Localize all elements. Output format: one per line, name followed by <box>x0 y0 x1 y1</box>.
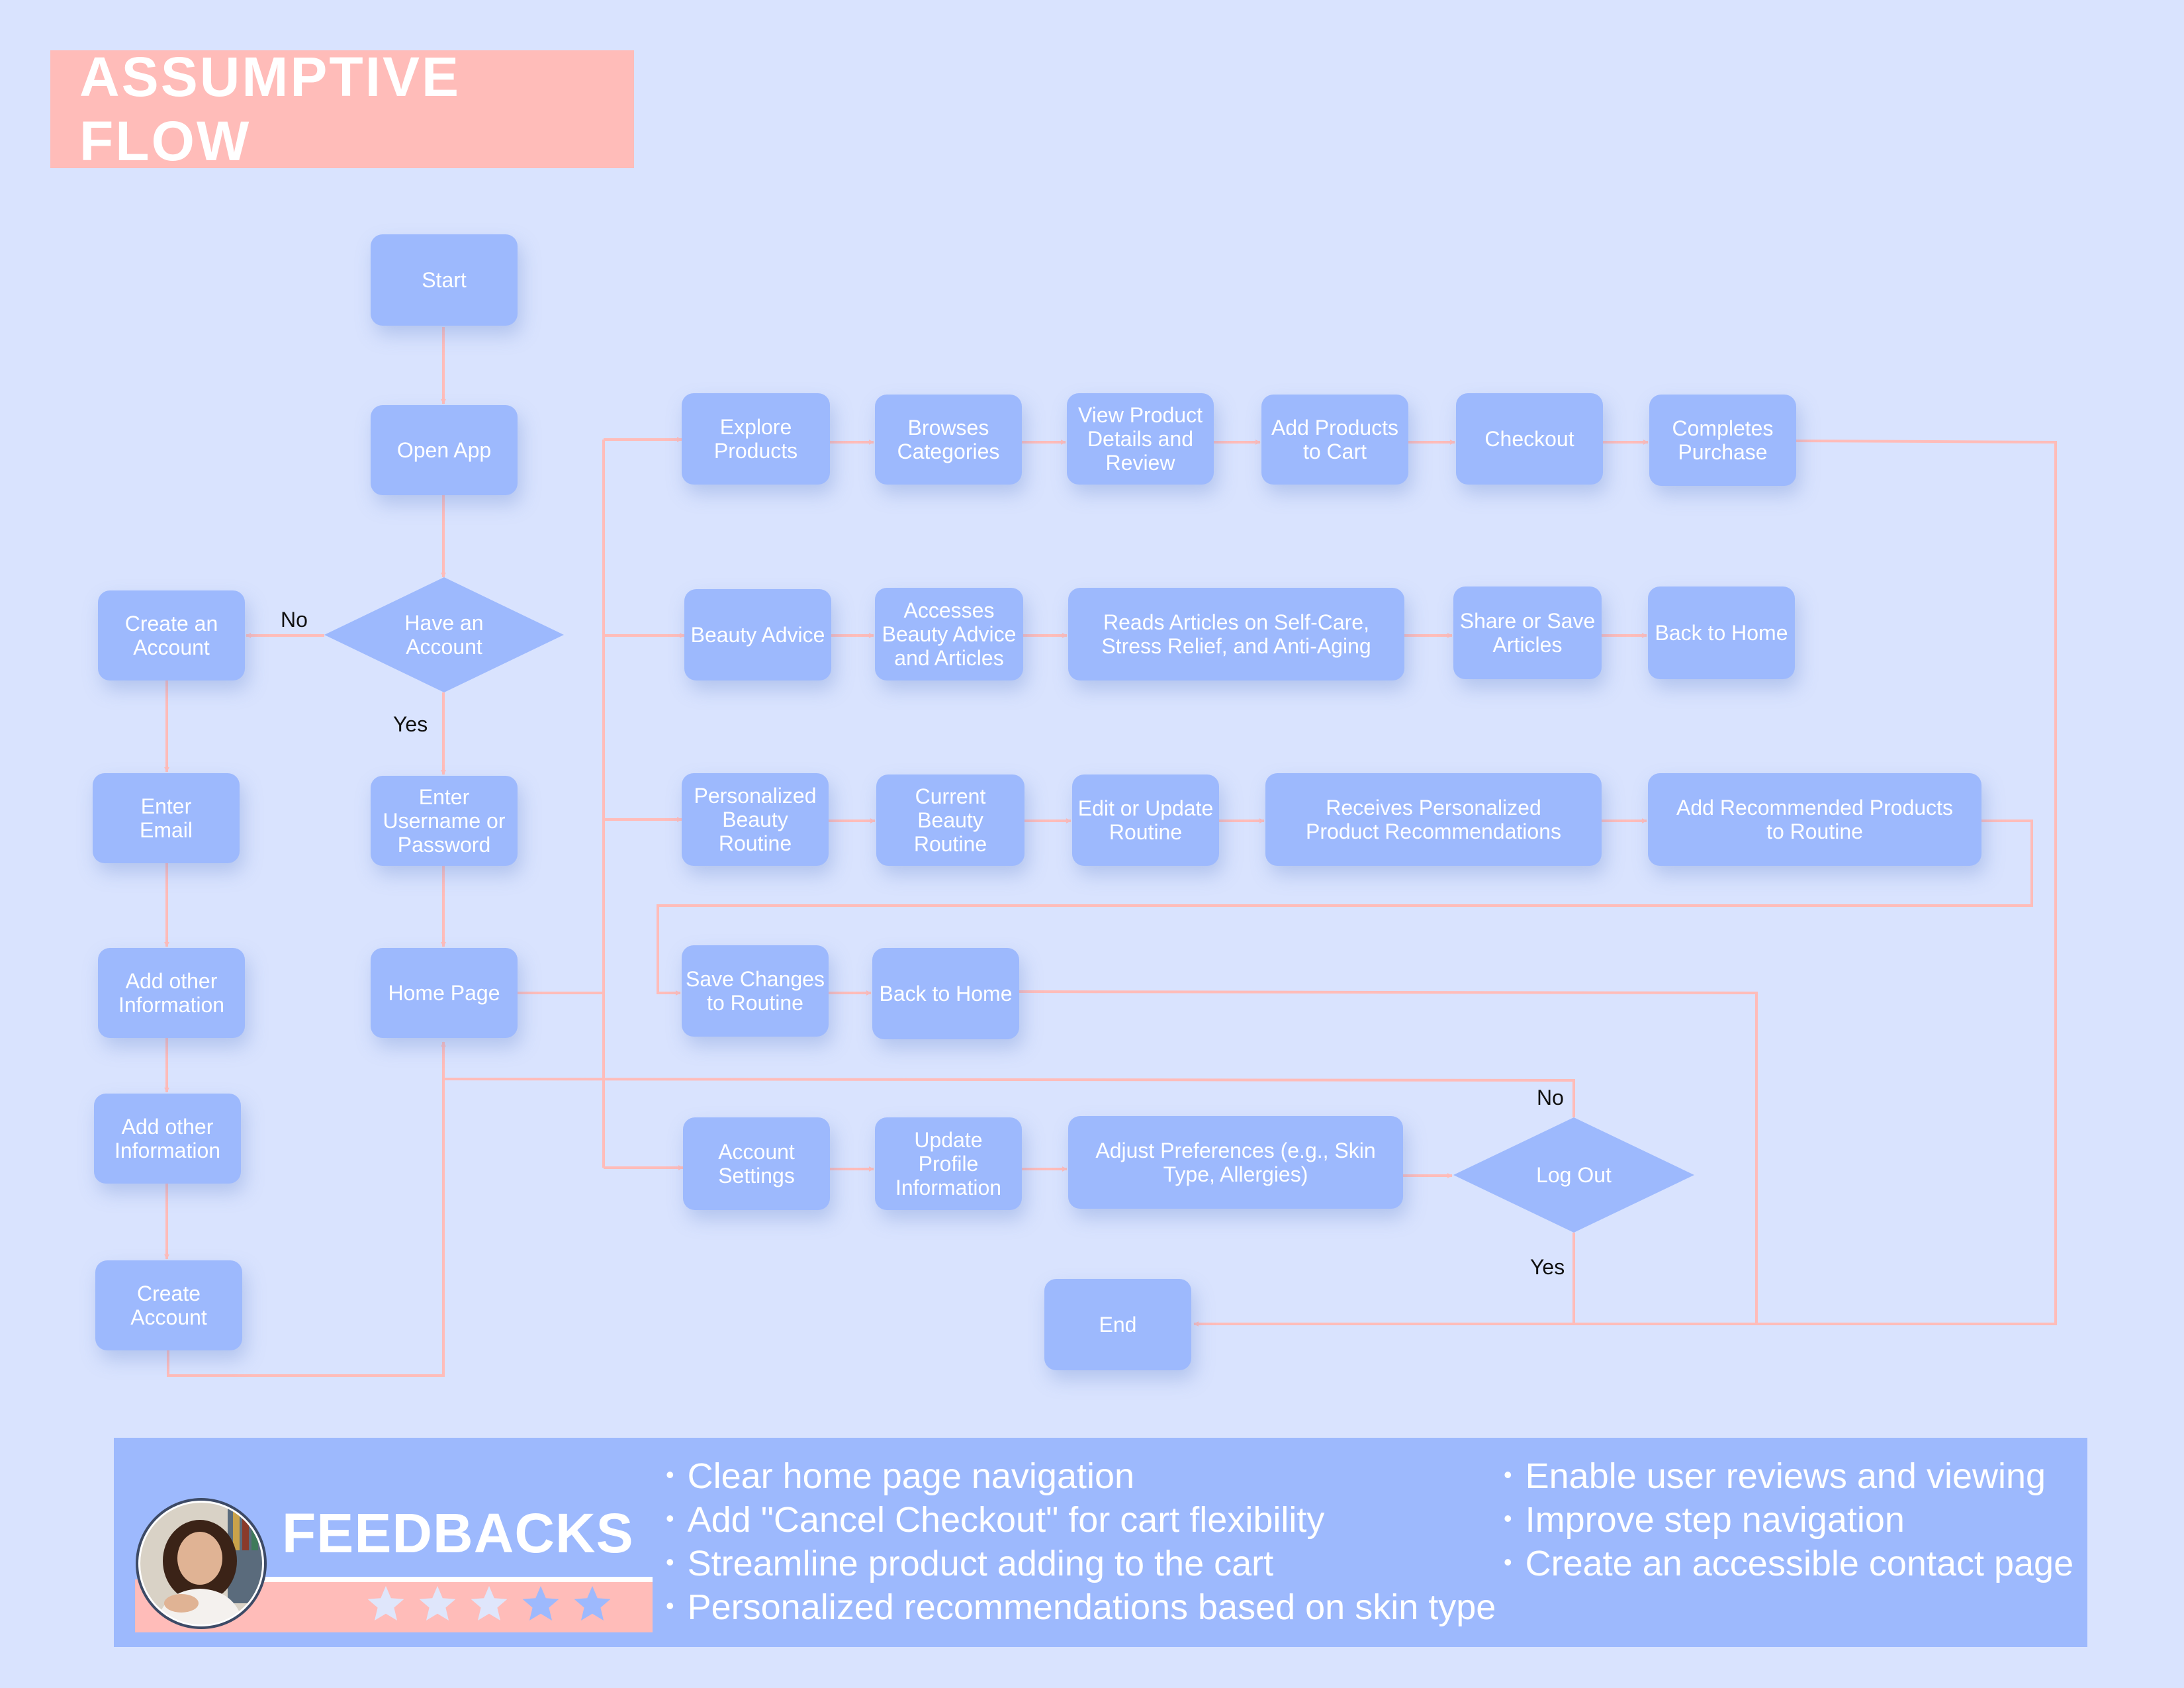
node-beauty-advice: Beauty Advice <box>684 589 831 680</box>
feedback-item: Streamline product adding to the cart <box>666 1541 1496 1585</box>
node-account-settings: Account Settings <box>683 1117 830 1210</box>
label-log-out-yes: Yes <box>1530 1255 1565 1279</box>
node-add-products-to-cart: Add Products to Cart <box>1261 395 1408 485</box>
node-receives-recommendations: Receives Personalized Product Recommenda… <box>1265 773 1602 866</box>
star-icon <box>367 1585 404 1621</box>
node-end: End <box>1044 1279 1191 1370</box>
feedback-item: Add "Cancel Checkout" for cart flexibili… <box>666 1497 1496 1541</box>
node-enter-credentials: Enter Username or Password <box>371 776 518 866</box>
node-add-other-information-2: Add other Information <box>94 1094 241 1184</box>
feedback-item: Clear home page navigation <box>666 1454 1496 1497</box>
star-icon <box>419 1585 456 1621</box>
feedback-list-left: Clear home page navigationAdd "Cancel Ch… <box>666 1454 1496 1628</box>
node-home-page: Home Page <box>371 948 518 1038</box>
node-explore-products: Explore Products <box>682 393 830 485</box>
edge-back2-end <box>1019 990 1758 1324</box>
edge-add-save <box>657 820 2033 996</box>
node-browses-categories: Browses Categories <box>875 395 1022 485</box>
star-icon <box>522 1585 559 1621</box>
node-create-account: Create Account <box>95 1260 242 1350</box>
decision-have-account-label: Have an Account <box>404 611 484 659</box>
node-create-an-account: Create an Account <box>98 590 245 680</box>
node-edit-update-routine: Edit or Update Routine <box>1072 774 1219 866</box>
star-icon <box>471 1585 508 1621</box>
node-reads-articles: Reads Articles on Self-Care, Stress Reli… <box>1068 588 1404 680</box>
user-avatar-photo <box>135 1497 267 1630</box>
node-start: Start <box>371 234 518 326</box>
label-have-account-no: No <box>281 608 308 632</box>
edge-purchase-end <box>1193 440 2057 1327</box>
feedback-item: Improve step navigation <box>1504 1497 2073 1541</box>
node-add-other-information-1: Add other Information <box>98 948 245 1038</box>
node-update-profile: Update Profile Information <box>875 1117 1022 1210</box>
node-back-to-home-2: Back to Home <box>872 948 1019 1039</box>
feedback-item: Personalized recommendations based on sk… <box>666 1585 1496 1628</box>
page-title: ASSUMPTIVE FLOW <box>79 46 461 172</box>
node-accesses-beauty-advice: Accesses Beauty Advice and Articles <box>875 588 1023 680</box>
star-icon <box>574 1585 611 1621</box>
node-checkout: Checkout <box>1456 393 1603 485</box>
feedback-item: Enable user reviews and viewing <box>1504 1454 2073 1497</box>
node-personalized-routine: Personalized Beauty Routine <box>682 773 829 866</box>
edge-logout-no <box>443 1078 1575 1117</box>
star-rating <box>365 1583 613 1631</box>
node-view-product-details: View Product Details and Review <box>1067 393 1214 485</box>
edge-createacc-home <box>167 1041 446 1377</box>
feedback-heading: FEEDBACKS <box>282 1502 634 1564</box>
label-have-account-yes: Yes <box>393 712 428 736</box>
node-back-to-home-1: Back to Home <box>1648 586 1795 679</box>
title-banner: ASSUMPTIVE FLOW <box>50 46 634 172</box>
node-adjust-preferences: Adjust Preferences (e.g., Skin Type, All… <box>1068 1116 1403 1209</box>
feedback-item: Create an accessible contact page <box>1504 1541 2074 1585</box>
node-open-app: Open App <box>371 405 518 495</box>
node-completes-purchase: Completes Purchase <box>1649 395 1796 486</box>
decision-have-account: Have an Account <box>324 577 564 692</box>
node-enter-email: Enter Email <box>93 773 240 863</box>
decision-log-out-label: Log Out <box>1536 1163 1612 1187</box>
heading-underline <box>263 1577 653 1582</box>
decision-log-out: Log Out <box>1453 1117 1694 1233</box>
node-current-beauty-routine: Current Beauty Routine <box>876 774 1024 866</box>
node-share-save-articles: Share or Save Articles <box>1453 586 1602 679</box>
node-add-recommended-products: Add Recommended Products to Routine <box>1648 773 1981 866</box>
node-save-changes: Save Changes to Routine <box>682 945 829 1037</box>
label-log-out-no: No <box>1537 1086 1564 1109</box>
feedback-list-right: Enable user reviews and viewingImprove s… <box>1504 1454 2074 1585</box>
